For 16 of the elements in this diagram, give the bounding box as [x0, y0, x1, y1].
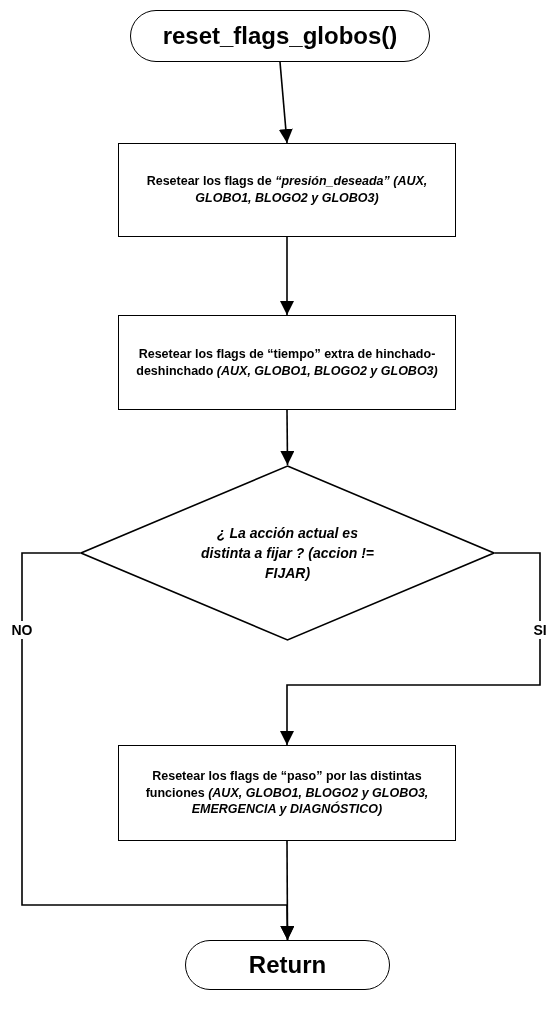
terminal-text: reset_flags_globos()	[162, 22, 398, 50]
arrow	[280, 409, 295, 466]
arrow	[280, 840, 295, 941]
edge-label: NO	[11, 621, 33, 639]
process-box	[118, 143, 456, 237]
terminal-text: Return	[248, 951, 327, 979]
process-text: Resetear los flags de “presión_deseada” (AUX, GLOBO1, BLOGO2 y GLOBO3)	[145, 173, 429, 207]
process-box	[118, 745, 456, 841]
arrow	[280, 236, 294, 316]
process-text: Resetear los flags de “tiempo” extra de hinchado-deshinchado (AUX, GLOBO1, BLOGO2 y GLOBO3)	[135, 345, 439, 380]
process-box	[118, 315, 456, 410]
arrow	[280, 552, 541, 746]
arrow	[278, 61, 293, 144]
process-text: Resetear los flags de “paso” por las distintas funciones (AUX, GLOBO1, BLOGO2 y GLOBO3, EMERGENCIA y DIAGNÓSTICO)	[144, 767, 430, 819]
decision-text: ¿ La acción actual es distinta a fijar ? (accion != FIJAR)	[199, 523, 376, 584]
edge-label: SI	[533, 621, 547, 639]
